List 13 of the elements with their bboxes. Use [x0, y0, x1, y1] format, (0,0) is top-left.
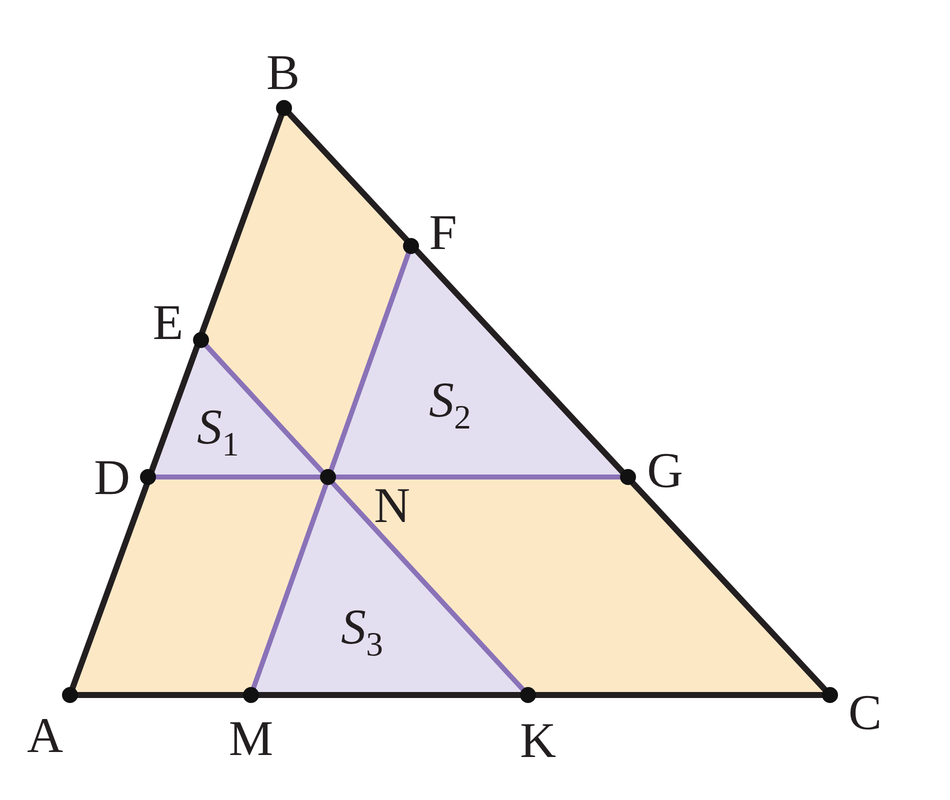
point-label: D — [94, 452, 130, 502]
area-label: S$_{2}$ — [429, 374, 471, 436]
point-label: G — [646, 445, 684, 495]
point-label: M — [228, 713, 274, 763]
point-label: E — [152, 297, 184, 347]
point-label: F — [429, 207, 457, 257]
area-label: S$_{1}$ — [197, 402, 239, 462]
point-label: C — [848, 687, 882, 737]
point-label: K — [520, 715, 556, 765]
point-label: A — [26, 710, 64, 760]
point-label: N — [374, 480, 410, 530]
point-label: B — [266, 47, 300, 97]
area-label: S$_{3}$ — [341, 602, 383, 662]
